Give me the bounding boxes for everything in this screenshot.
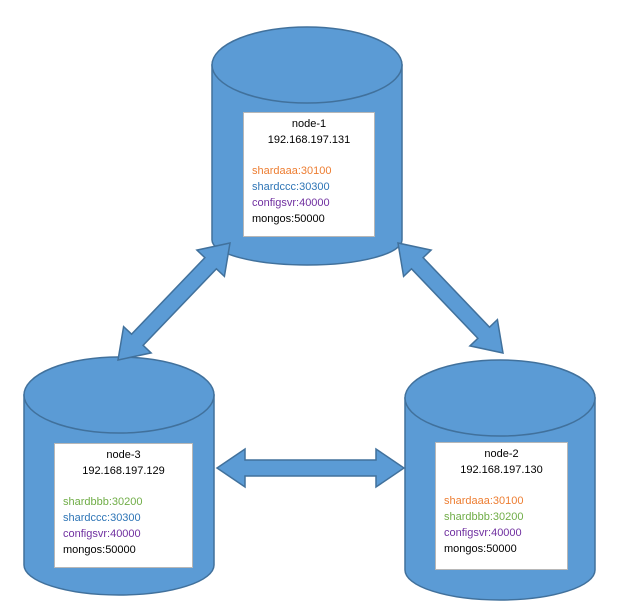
node-1-port: configsvr:40000 (252, 197, 330, 209)
node-3-port: configsvr:40000 (63, 528, 141, 540)
node-3-port-list: shardbbb:30200 shardccc:30300 configsvr:… (55, 494, 192, 558)
node-1-port: mongos:50000 (252, 213, 325, 225)
node-3-card: node-3 192.168.197.129 shardbbb:30200 sh… (54, 443, 193, 568)
node-1-port: shardccc:30300 (252, 181, 330, 193)
node-3-port: shardbbb:30200 (63, 496, 143, 508)
node-1-name: node-1 (291, 118, 327, 130)
node-2-port: mongos:50000 (444, 543, 517, 555)
node-2-port: shardbbb:30200 (444, 511, 524, 523)
node-1-card: node-1 192.168.197.131 shardaaa:30100 sh… (243, 112, 375, 237)
node-3-name: node-3 (106, 449, 141, 461)
link-arrow-node3-node2 (215, 447, 406, 489)
link-arrow-node1-node2 (397, 242, 504, 354)
node-3-port: shardccc:30300 (63, 512, 141, 524)
node-2-ip: 192.168.197.130 (460, 464, 543, 476)
node-2-card: node-2 192.168.197.130 shardaaa:30100 sh… (435, 442, 568, 570)
node-1-port: shardaaa:30100 (252, 165, 332, 177)
node-2-name: node-2 (484, 448, 519, 460)
node-2-port: shardaaa:30100 (444, 495, 524, 507)
node-2-port: configsvr:40000 (444, 527, 522, 539)
node-3-ip: 192.168.197.129 (82, 465, 165, 477)
node-1-ip: 192.168.197.131 (267, 134, 351, 146)
node-1-port-list: shardaaa:30100 shardccc:30300 configsvr:… (244, 163, 374, 227)
node-2-port-list: shardaaa:30100 shardbbb:30200 configsvr:… (436, 493, 567, 557)
node-3-port: mongos:50000 (63, 544, 136, 556)
link-arrow-node1-node3 (117, 242, 231, 361)
